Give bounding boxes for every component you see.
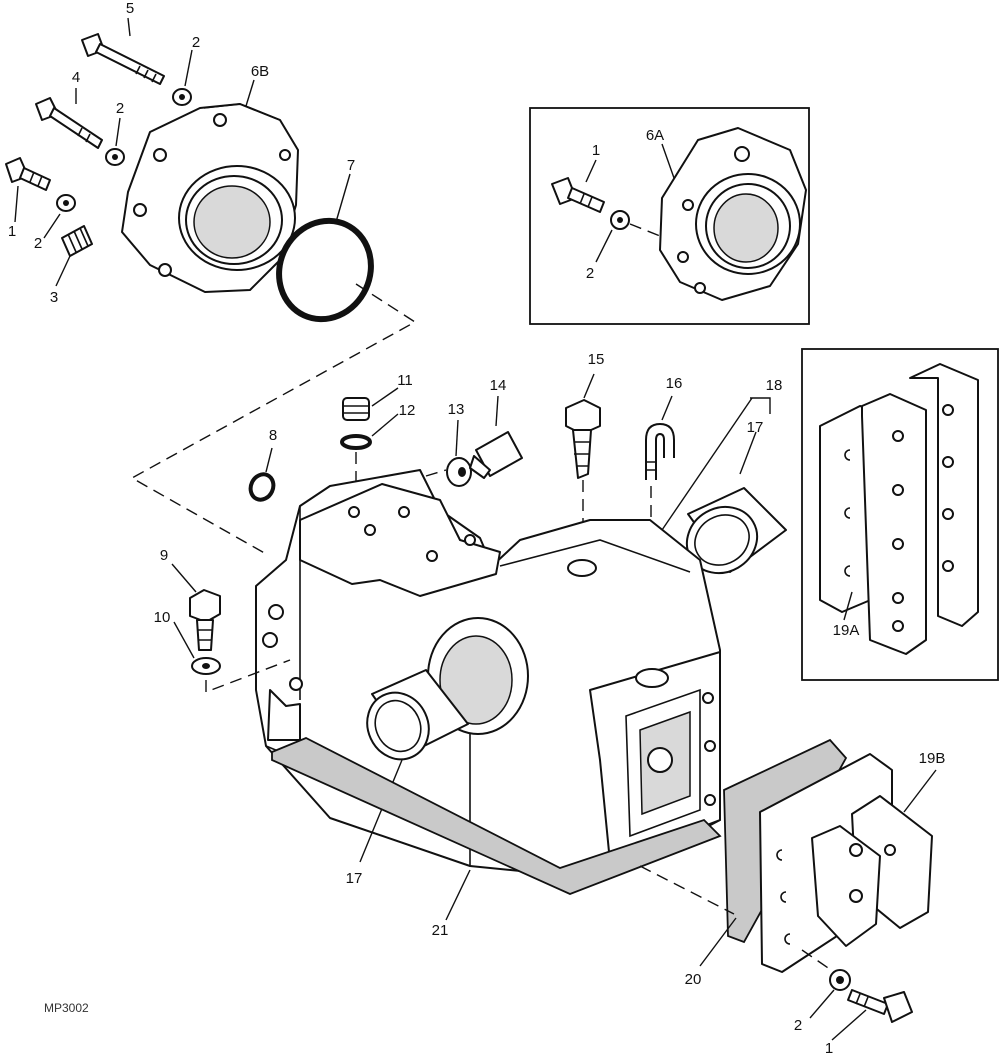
label-6b: 6B	[251, 63, 269, 80]
label-16: 16	[666, 375, 683, 392]
label-11: 11	[397, 372, 413, 389]
label-15: 15	[588, 351, 605, 368]
fitting-14	[469, 431, 523, 479]
washer-10	[191, 657, 221, 675]
label-2: 2	[116, 100, 124, 117]
inset-bolt-1	[551, 177, 605, 213]
bearing-housing-6b	[121, 103, 299, 293]
label-12: 12	[399, 402, 416, 419]
inset-washer-2	[610, 210, 630, 230]
label-9: 9	[160, 547, 168, 564]
label-18: 18	[766, 377, 783, 394]
inset-label-1: 1	[592, 142, 600, 159]
bolt-4	[35, 97, 103, 149]
seal-17-left	[366, 669, 469, 761]
main-housing	[255, 469, 721, 877]
seal-17-right	[685, 487, 787, 575]
label-13: 13	[448, 401, 465, 418]
bolt-9	[189, 589, 221, 651]
washer-2-mid	[105, 148, 125, 166]
inset-label-19a: 19A	[833, 622, 860, 639]
plug-11	[342, 397, 370, 421]
bolt-5	[81, 33, 165, 85]
label-21: 21	[432, 922, 449, 939]
washer-13	[446, 457, 472, 487]
label-4: 4	[72, 69, 80, 86]
gasket-21	[271, 737, 722, 895]
tube-16	[645, 423, 675, 480]
label-7: 7	[347, 157, 355, 174]
friction-pads-19b	[759, 753, 933, 973]
bolt-1	[5, 157, 51, 191]
label-20: 20	[685, 971, 702, 988]
inset-label-2: 2	[586, 265, 594, 282]
label-17: 17	[747, 419, 764, 436]
label-19b: 19B	[919, 750, 946, 767]
inset-label-6a: 6A	[646, 127, 664, 144]
label-5: 5	[126, 0, 134, 17]
label-2: 2	[794, 1017, 802, 1034]
figure-code: MP3002	[44, 1001, 89, 1015]
label-14: 14	[490, 377, 507, 394]
washer-2-low	[56, 194, 76, 212]
o-ring-8	[248, 472, 276, 502]
label-17: 17	[346, 870, 363, 887]
label-3: 3	[50, 289, 58, 306]
label-1: 1	[825, 1040, 833, 1054]
inset-box-6a	[529, 107, 810, 325]
label-2: 2	[34, 235, 42, 252]
label-2: 2	[192, 34, 200, 51]
set-screw-3	[61, 225, 93, 257]
o-ring-7	[276, 217, 374, 323]
bolt-1-bottom	[847, 989, 913, 1023]
label-8: 8	[269, 427, 277, 444]
inset-box-19a	[801, 348, 999, 681]
washer-2-bottom	[829, 969, 851, 991]
bleeder-15	[565, 399, 601, 479]
o-ring-12	[340, 434, 372, 450]
label-1: 1	[8, 223, 16, 240]
washer-2-top	[172, 88, 192, 106]
friction-pads-19a	[819, 363, 979, 655]
label-10: 10	[154, 609, 171, 626]
bearing-housing-6a	[659, 127, 807, 301]
